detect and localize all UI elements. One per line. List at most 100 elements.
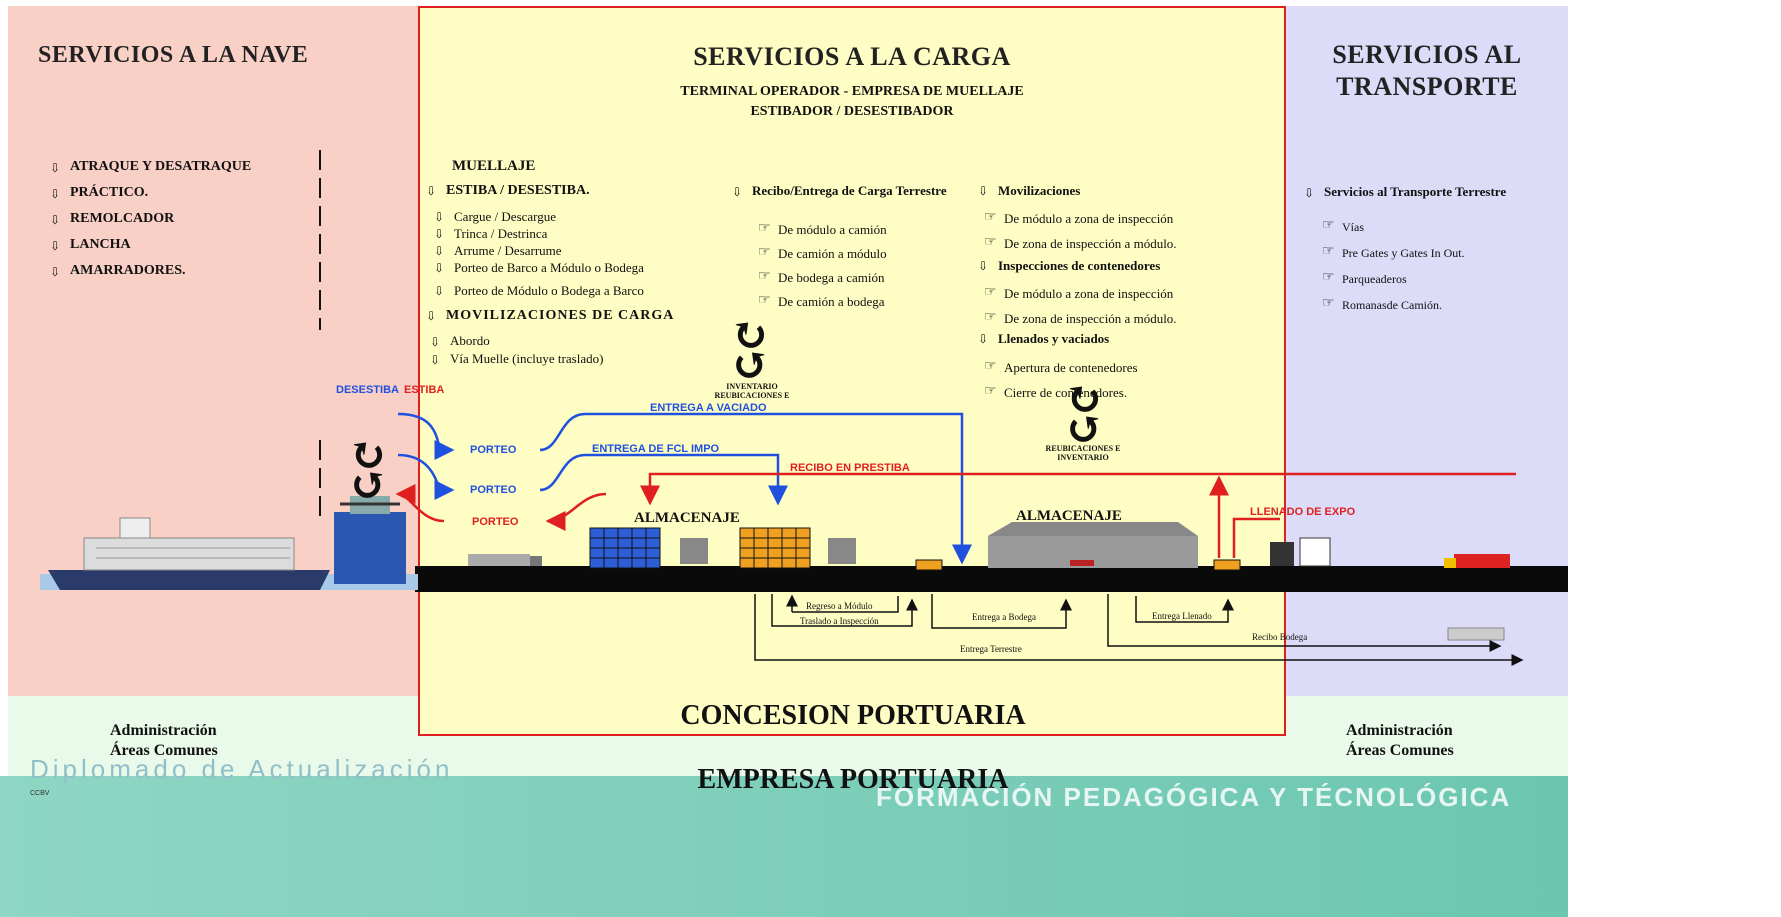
nave-list: ATRAQUE Y DESATRAQUE PRÁCTICO. REMOLCADO… [48,154,251,285]
estiba-list: Cargue / Descargue Trinca / Destrinca Ar… [432,208,644,300]
container-small-icon [915,559,943,571]
recibo-prestiba-label: RECIBO EN PRESTIBA [790,462,910,474]
recibo-header-label: Recibo/Entrega de Carga Terrestre [730,183,972,200]
ship-icon [48,517,330,590]
entrega-llenado-label: Entrega Llenado [1152,611,1212,621]
insp-header-label: Inspecciones de contenedores [976,258,1160,274]
movil-carga-list: Abordo Vía Muelle (incluye traslado) [428,332,603,369]
entrega-bodega-label: Entrega a Bodega [972,612,1036,622]
admin-left-1: Administración [110,722,217,739]
carga-title: SERVICIOS A LA CARGA [693,42,1011,71]
transporte-item: Vías [1320,213,1465,240]
movil-header: Movilizaciones [976,183,1080,199]
forklift-icon [680,538,708,564]
blue-arrows [397,412,972,565]
almacenaje-label-1: ALMACENAJE [634,510,740,526]
rotation-icon: ↻↺ [1064,373,1104,454]
admin-left-2: Áreas Comunes [110,742,218,759]
llenados-header-label: Llenados y vaciados [976,331,1109,347]
entrega-vaciado-label: ENTREGA A VACIADO [650,402,767,414]
truck-gray-icon [1447,627,1505,641]
insp-list: De módulo a zona de inspección De zona d… [982,280,1177,331]
porteo-label-1: PORTEO [470,444,517,456]
nave-title: SERVICIOS A LA NAVE [38,42,309,68]
movil-carga-item: Vía Muelle (incluye traslado) [428,350,603,369]
estiba-item: Porteo de Módulo o Bodega a Barco [432,282,644,300]
muellaje-heading: MUELLAJE [452,158,536,174]
estiba-item: Cargue / Descargue [432,208,644,226]
warehouse-icon [988,522,1198,568]
nave-item: PRÁCTICO. [48,180,251,207]
recibo-list: De módulo a camión De camión a módulo De… [756,217,887,314]
transporte-item: Romanasde Camión. [1320,291,1465,318]
recibo-item: De bodega a camión [756,265,887,290]
recibo-item: De camión a bodega [756,289,887,314]
traslado-inspeccion-label: Traslado a Inspección [800,616,879,626]
admin-right-2: Áreas Comunes [1346,742,1454,759]
llenados-header: Llenados y vaciados [976,331,1109,347]
movil-carga-header: MOVILIZACIONES DE CARGA [424,308,674,324]
movil-item: De zona de inspección a módulo. [982,230,1177,256]
movil-carga-header-label: MOVILIZACIONES DE CARGA [424,308,674,324]
recibo-item: De camión a módulo [756,241,887,266]
movil-item: De módulo a zona de inspección [982,205,1177,231]
insp-header: Inspecciones de contenedores [976,258,1160,274]
transporte-title-2: TRANSPORTE [1336,72,1518,101]
recibo-header: Recibo/Entrega de Carga Terrestre [730,183,972,200]
llenados-item: Apertura de contenedores [982,354,1138,380]
transporte-title-1: SERVICIOS AL [1332,40,1522,69]
regreso-modulo-label: Regreso a Módulo [806,601,873,611]
estiba-item: Porteo de Barco a Módulo o Bodega [432,259,644,277]
estiba-item: Trinca / Destrinca [432,225,644,243]
formacion-text: FORMACIÓN PEDAGÓGICA Y TÉCNOLÓGICA [876,782,1512,812]
entrega-terrestre-label: Entrega Terrestre [960,644,1022,654]
inventario-label: INVENTARIO REUBICACIONES E [714,382,790,400]
container-stack-blue-icon [589,527,661,569]
nave-item: AMARRADORES. [48,258,251,285]
movil-header-label: Movilizaciones [976,183,1080,199]
logo-text: CCBV [30,790,50,797]
transporte-item: Parqueaderos [1320,265,1465,292]
recibo-bodega-label: Recibo Bodega [1252,632,1308,642]
carga-subtitle-1: TERMINAL OPERADOR - EMPRESA DE MUELLAJE [680,84,1024,99]
black-arrows [754,594,1524,666]
admin-right-1: Administración [1346,722,1453,739]
transporte-list: Vías Pre Gates y Gates In Out. Parqueade… [1320,213,1465,318]
nave-item: REMOLCADOR [48,206,251,233]
llenados-list: Apertura de contenedores Cierre de conte… [982,354,1138,405]
movil-list: De módulo a zona de inspección De zona d… [982,205,1177,256]
diploma-text: Diplomado de Actualización [30,754,454,784]
teal-band [0,776,1568,917]
estiba-item: Arrume / Desarrume [432,242,644,260]
insp-item: De zona de inspección a módulo. [982,305,1177,331]
container-stack-orange-icon [739,527,811,569]
transporte-item: Pre Gates y Gates In Out. [1320,239,1465,266]
desestiba-label: DESESTIBA [336,384,399,396]
almacenaje-label-2: ALMACENAJE [1016,508,1122,524]
llenados-item: Cierre de contenedores. [982,379,1138,405]
truck-icon [468,554,530,566]
carga-subtitle-2: ESTIBADOR / DESESTIBADOR [750,104,954,119]
movil-carga-item: Abordo [428,332,603,351]
recibo-item: De módulo a camión [756,217,887,242]
entrega-fcl-label: ENTREGA DE FCL IMPO [592,443,720,455]
estiba-header-label: ESTIBA / DESESTIBA. [424,183,590,199]
llenado-expo-label: LLENADO DE EXPO [1250,506,1356,518]
empresa-portuaria: EMPRESA PORTUARIA [697,764,1009,795]
quay-ground [415,566,1568,592]
carga-panel [418,6,1286,736]
reubicaciones-label: REUBICACIONES E INVENTARIO [1045,444,1121,462]
estiba-header: ESTIBA / DESESTIBA. [424,183,590,199]
estiba-label: ESTIBA [404,384,445,396]
truck-cab-icon [530,556,542,566]
crane-icon [334,496,406,584]
gate-icon [1270,542,1294,566]
nave-item: ATRAQUE Y DESATRAQUE [48,154,251,181]
porteo-label-2: PORTEO [470,484,517,496]
container-small-icon [1213,559,1241,571]
transporte-header: Servicios al Transporte Terrestre [1302,184,1524,201]
insp-item: De módulo a zona de inspección [982,280,1177,306]
rotation-icon: ↻↺ [730,309,770,390]
red-arrows [395,472,1516,558]
